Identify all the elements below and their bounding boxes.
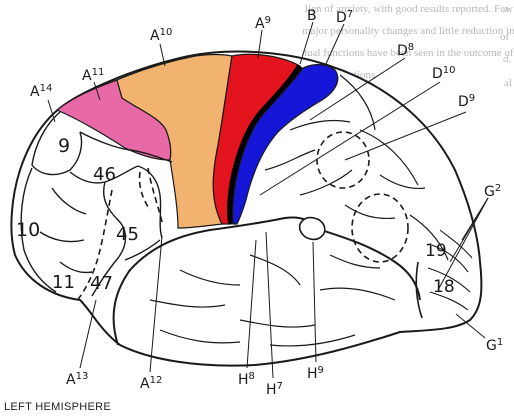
- bg-margin-3: d.: [503, 53, 512, 65]
- figure-caption: LEFT HEMISPHERE: [4, 401, 111, 413]
- area-11-label: 11: [52, 272, 75, 293]
- area-9-label: 9: [58, 135, 70, 157]
- label-a9: A9: [255, 15, 271, 32]
- label-a14: A14: [30, 83, 52, 100]
- area-19-label: 19: [425, 241, 447, 261]
- bg-margin-1: a: [504, 3, 509, 15]
- label-h8: H8: [238, 371, 255, 388]
- label-d7: D7: [336, 9, 353, 26]
- area-10-label: 10: [16, 219, 40, 241]
- label-h7: H7: [266, 381, 283, 398]
- area-46-label: 46: [93, 164, 116, 185]
- label-b: B: [307, 8, 317, 24]
- bg-margin-4: al: [504, 77, 512, 89]
- area-45-label: 45: [116, 224, 139, 245]
- label-a12: A12: [140, 375, 162, 392]
- label-a11: A11: [82, 67, 104, 84]
- bg-line-2: major personality changes and little red…: [302, 25, 514, 37]
- label-g2: G2: [484, 183, 501, 200]
- area-47-label: 47: [90, 273, 113, 294]
- label-d9: D9: [458, 93, 475, 110]
- label-g1: G1: [486, 337, 503, 354]
- area-18-label: 18: [433, 277, 455, 297]
- label-h9: H9: [307, 365, 324, 382]
- bg-margin-2: of: [500, 31, 510, 43]
- label-a10: A10: [150, 27, 172, 44]
- label-d10: D10: [432, 65, 456, 82]
- label-a13: A13: [66, 371, 88, 388]
- sylvian-knob: [300, 218, 325, 240]
